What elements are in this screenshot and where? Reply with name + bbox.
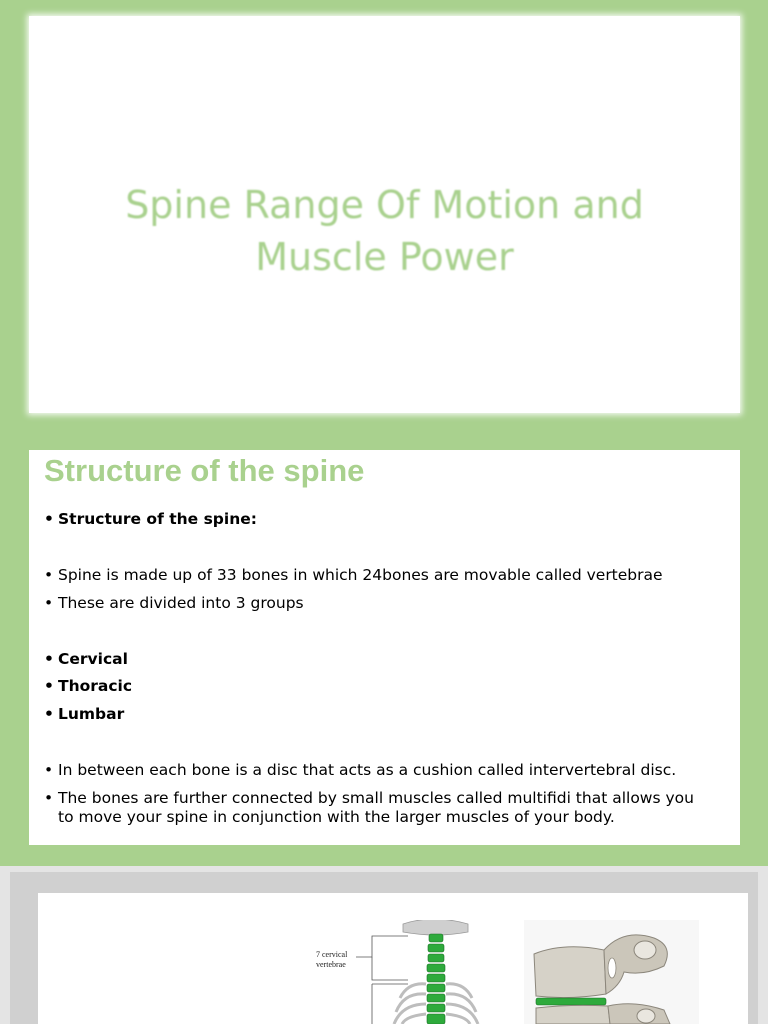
- bullet-dot-icon: •: [44, 677, 54, 695]
- bullet-item: • Thoracic: [44, 677, 133, 695]
- anatomy-slide: 7 cervical vertebrae: [38, 893, 748, 1024]
- figure-label: 7 cervical vertebrae: [316, 950, 348, 969]
- vertebra-drawing: [533, 934, 671, 1024]
- bullet-dot-icon: •: [44, 761, 54, 779]
- bullet-dot-icon: •: [44, 510, 54, 528]
- bullet-dot-icon: •: [44, 705, 54, 723]
- bullet-item: • The bones are further connected by sma…: [44, 789, 694, 826]
- structure-slide: Structure of the spine • Structure of th…: [29, 450, 740, 845]
- bullet-dot-icon: •: [44, 566, 54, 584]
- bullet-item: • These are divided into 3 groups: [44, 594, 304, 612]
- bullet-dot-icon: •: [44, 650, 54, 668]
- vertebra-illustration: [524, 920, 699, 1024]
- spine-drawing: [356, 920, 480, 1024]
- bullet-item: • Lumbar: [44, 705, 125, 723]
- bullet-item: • In between each bone is a disc that ac…: [44, 761, 677, 779]
- presentation-title-line-1: Spine Range Of Motion and: [125, 183, 644, 227]
- bullet-item: • Cervical: [44, 650, 128, 668]
- presentation-title-line-2: Muscle Power: [255, 235, 514, 279]
- bullet-dot-icon: •: [44, 789, 54, 807]
- title-slide: Spine Range Of Motion and Muscle Power: [29, 16, 740, 413]
- presentation-title: Spine Range Of Motion and Muscle Power: [29, 179, 740, 283]
- bullet-dot-icon: •: [44, 594, 54, 612]
- slide-title: Structure of the spine: [44, 453, 365, 488]
- bullet-item: • Spine is made up of 33 bones in which …: [44, 566, 663, 584]
- spine-illustration: 7 cervical vertebrae: [308, 920, 508, 1024]
- bullet-item: • Structure of the spine:: [44, 510, 257, 528]
